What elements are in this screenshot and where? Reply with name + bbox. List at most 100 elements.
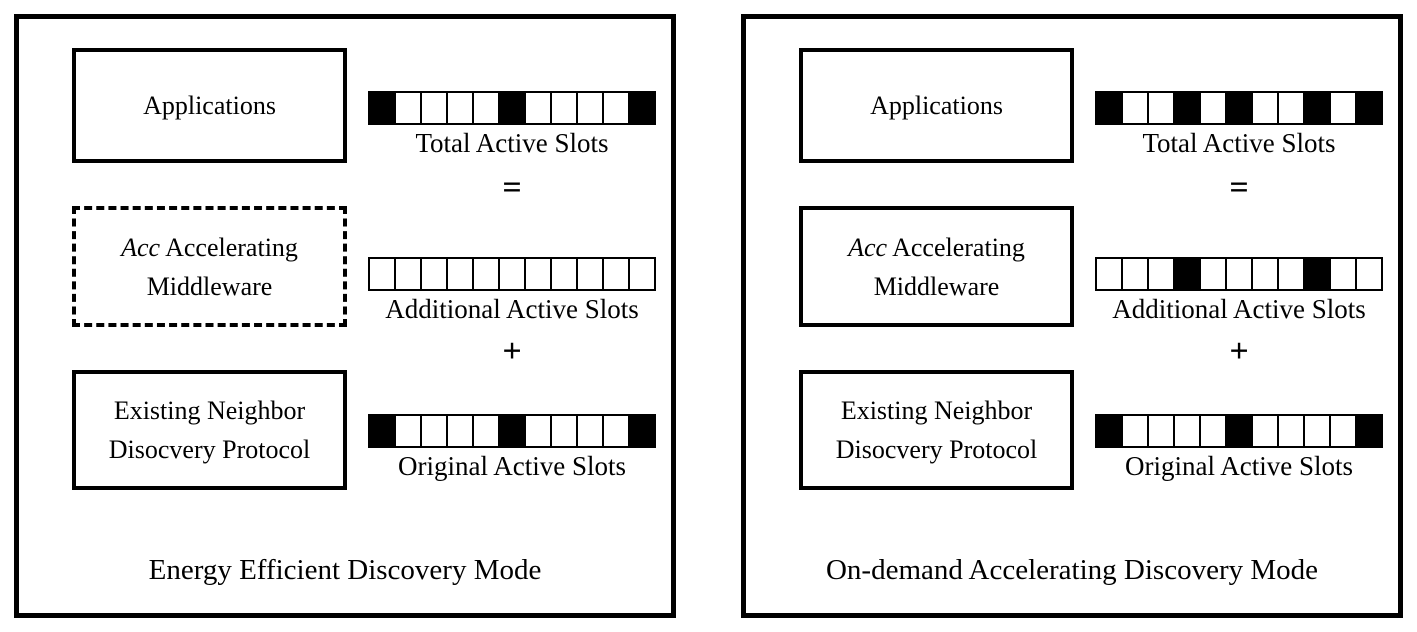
inactive-slot-cell	[446, 259, 472, 289]
inactive-slot-cell	[472, 416, 498, 446]
panel-title: On-demand Accelerating Discovery Mode	[825, 554, 1319, 586]
middleware-label-rest: Accelerating	[892, 232, 1025, 262]
inactive-slot-cell	[1251, 416, 1277, 446]
total-active-slots-strip	[368, 91, 656, 125]
original-active-slots-strip	[368, 414, 656, 448]
active-slot-cell	[1225, 93, 1251, 123]
active-slot-cell	[1173, 93, 1199, 123]
inactive-slot-cell	[1277, 93, 1303, 123]
active-slot-cell	[1173, 259, 1199, 289]
applications-box: Applications	[799, 48, 1074, 163]
inactive-slot-cell	[524, 416, 550, 446]
middleware-box-label-line1: Acc Accelerating	[848, 228, 1025, 267]
inactive-slot-cell	[628, 259, 654, 289]
active-slot-cell	[1225, 416, 1251, 446]
inactive-slot-cell	[1147, 259, 1173, 289]
equals-operator: =	[502, 169, 522, 206]
active-slot-cell	[628, 93, 654, 123]
inactive-slot-cell	[420, 416, 446, 446]
inactive-slot-cell	[1251, 259, 1277, 289]
inactive-slot-cell	[602, 93, 628, 123]
middleware-label-rest: Accelerating	[165, 232, 298, 262]
protocol-box-label-line2: Disocvery Protocol	[835, 435, 1038, 464]
protocol-box: Existing Neighbor Disocvery Protocol	[72, 370, 347, 490]
panel-on-demand: Applications Acc Accelerating Middleware…	[741, 14, 1403, 618]
inactive-slot-cell	[1277, 259, 1303, 289]
active-slot-cell	[1097, 416, 1121, 446]
equals-operator: =	[1229, 169, 1249, 206]
inactive-slot-cell	[446, 416, 472, 446]
panel-energy-efficient: Applications Acc Accelerating Middleware…	[14, 14, 676, 618]
total-active-slots-strip	[1095, 91, 1383, 125]
inactive-slot-cell	[1147, 416, 1173, 446]
inactive-slot-cell	[576, 93, 602, 123]
original-active-slots-strip	[1095, 414, 1383, 448]
inactive-slot-cell	[602, 416, 628, 446]
active-slot-cell	[370, 93, 394, 123]
inactive-slot-cell	[1303, 416, 1329, 446]
inactive-slot-cell	[420, 93, 446, 123]
original-active-slots-caption: Original Active Slots	[1125, 451, 1353, 481]
active-slot-cell	[1303, 259, 1329, 289]
plus-operator: +	[1229, 333, 1249, 370]
inactive-slot-cell	[1329, 93, 1355, 123]
inactive-slot-cell	[472, 93, 498, 123]
inactive-slot-cell	[1199, 259, 1225, 289]
inactive-slot-cell	[394, 416, 420, 446]
protocol-box: Existing Neighbor Disocvery Protocol	[799, 370, 1074, 490]
additional-active-slots-strip	[368, 257, 656, 291]
inactive-slot-cell	[576, 259, 602, 289]
inactive-slot-cell	[1225, 259, 1251, 289]
active-slot-cell	[628, 416, 654, 446]
original-active-slots-caption: Original Active Slots	[398, 451, 626, 481]
protocol-box-label-line1: Existing Neighbor	[113, 396, 306, 425]
additional-active-slots-caption: Additional Active Slots	[385, 294, 639, 324]
middleware-box-label-line2: Middleware	[146, 271, 273, 301]
inactive-slot-cell	[1329, 416, 1355, 446]
applications-box-label: Applications	[870, 91, 1003, 120]
middleware-acc-abbrev: Acc	[848, 232, 888, 262]
active-slot-cell	[498, 416, 524, 446]
inactive-slot-cell	[498, 259, 524, 289]
inactive-slot-cell	[524, 259, 550, 289]
additional-active-slots-caption: Additional Active Slots	[1112, 294, 1366, 324]
total-active-slots-caption: Total Active Slots	[1142, 128, 1336, 158]
inactive-slot-cell	[576, 416, 602, 446]
inactive-slot-cell	[1251, 93, 1277, 123]
inactive-slot-cell	[1199, 416, 1225, 446]
middleware-box-label-line2: Middleware	[873, 271, 1000, 301]
active-slot-cell	[1303, 93, 1329, 123]
plus-operator: +	[502, 333, 522, 370]
inactive-slot-cell	[602, 259, 628, 289]
middleware-box: Acc Accelerating Middleware	[799, 206, 1074, 327]
middleware-box-label-line1: Acc Accelerating	[121, 228, 298, 267]
inactive-slot-cell	[1097, 259, 1121, 289]
applications-box-label: Applications	[143, 91, 276, 120]
inactive-slot-cell	[420, 259, 446, 289]
protocol-box-label-line2: Disocvery Protocol	[108, 435, 311, 464]
middleware-acc-abbrev: Acc	[121, 232, 161, 262]
active-slot-cell	[498, 93, 524, 123]
inactive-slot-cell	[524, 93, 550, 123]
inactive-slot-cell	[472, 259, 498, 289]
inactive-slot-cell	[1147, 93, 1173, 123]
applications-box: Applications	[72, 48, 347, 163]
inactive-slot-cell	[446, 93, 472, 123]
inactive-slot-cell	[1173, 416, 1199, 446]
panel-title: Energy Efficient Discovery Mode	[148, 554, 542, 586]
inactive-slot-cell	[394, 93, 420, 123]
inactive-slot-cell	[1121, 259, 1147, 289]
inactive-slot-cell	[1121, 416, 1147, 446]
active-slot-cell	[1355, 416, 1381, 446]
inactive-slot-cell	[1277, 416, 1303, 446]
total-active-slots-caption: Total Active Slots	[415, 128, 609, 158]
inactive-slot-cell	[550, 416, 576, 446]
inactive-slot-cell	[1121, 93, 1147, 123]
inactive-slot-cell	[370, 259, 394, 289]
active-slot-cell	[1355, 93, 1381, 123]
active-slot-cell	[370, 416, 394, 446]
inactive-slot-cell	[550, 93, 576, 123]
protocol-box-label-line1: Existing Neighbor	[840, 396, 1033, 425]
inactive-slot-cell	[1355, 259, 1381, 289]
